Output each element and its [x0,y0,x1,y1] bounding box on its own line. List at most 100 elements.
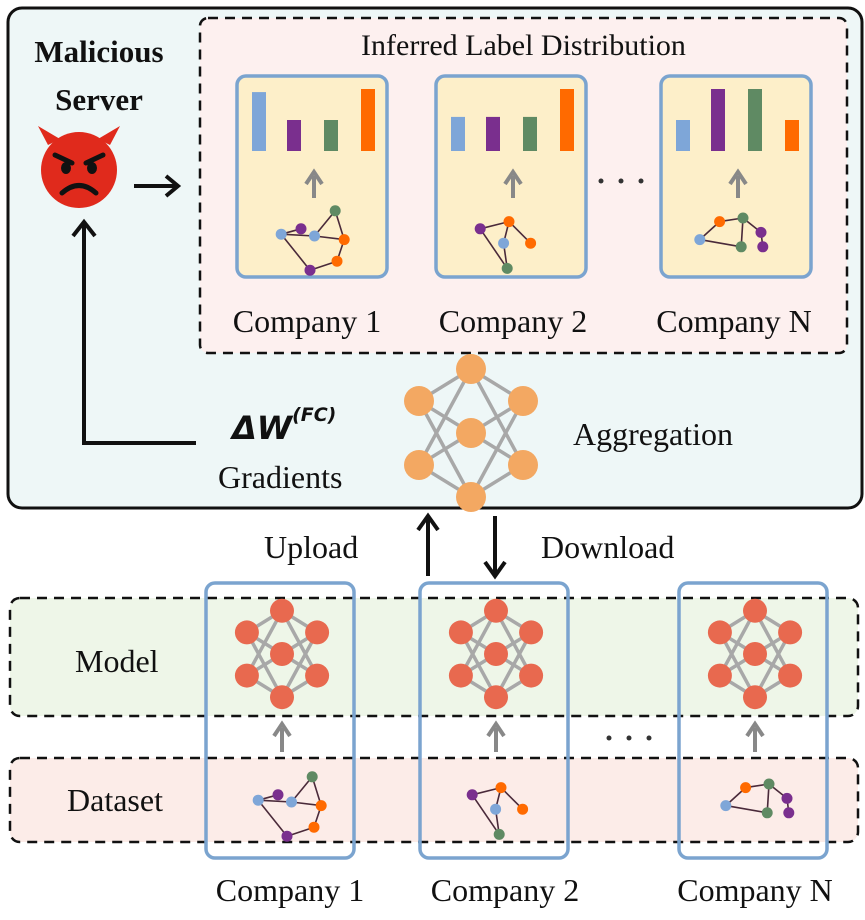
graph-edge [479,228,508,269]
graph-icon [466,782,529,840]
net-node [707,620,732,645]
inferred-company-1-label: Company 1 [232,303,382,339]
graph-icon [474,216,537,274]
graph-node [474,223,486,235]
server-title-line2: Server [55,82,143,117]
graph-icon [720,778,795,819]
net-edge [280,631,319,699]
graph-node [295,223,307,235]
graph-node [490,803,502,815]
client-company-2-label: Company 2 [430,872,580,908]
client-column-frame [677,581,829,860]
net-node [448,663,473,688]
up-arrow-head [272,720,292,738]
inferred-card-2 [434,74,588,279]
graph-node [286,796,297,808]
net-node [270,598,294,623]
graph-node [304,264,316,276]
net-node [234,620,259,645]
graph-node [503,216,515,228]
net-node [778,620,803,645]
graph-node [720,800,732,812]
graph-edge [725,804,768,814]
download-arrow [483,516,507,580]
graph-node [331,255,343,267]
ellipsis-dots-bottom [606,735,652,741]
up-arrow-head [745,720,765,738]
net-node [508,386,538,416]
graph-node [714,216,726,228]
up-arrow-head [503,168,523,186]
up-arrow-head [728,168,748,186]
label-bar [560,89,574,151]
dataset-row-label: Dataset [67,782,163,818]
aggregation-network [404,354,538,512]
up-arrow-head [486,720,506,738]
client-company-3 [677,581,829,860]
graph-node [252,794,264,806]
graph-node [740,782,752,794]
graph-node [501,262,513,274]
graph-edge [699,238,742,248]
graph-node [495,782,507,794]
graph-node [338,234,350,246]
label-bar [748,89,762,151]
graph-icon [694,212,769,253]
graph-node [694,234,706,246]
graph-node [781,792,793,804]
graph-node [275,228,287,240]
net-node [305,620,330,645]
graph-node [783,807,795,819]
graph-edge [281,233,315,237]
upload-label: Upload [264,529,359,565]
label-bar [785,120,799,151]
net-node [270,685,294,710]
graph-edge [280,233,311,271]
net-node [305,663,330,688]
net-edge [718,609,757,677]
label-bar [486,116,500,151]
graph-node [761,807,773,819]
inferred-card-3 [659,74,813,279]
graph-node [525,237,537,249]
net-edge [469,400,525,498]
net-node [234,663,259,688]
graph-node [498,237,510,249]
graph-node [737,212,749,224]
label-bar [711,89,725,151]
graph-node [517,803,529,815]
net-node [456,482,486,512]
net-node [404,386,434,416]
graph-edge [471,794,500,835]
net-node [456,418,486,448]
graph-node [493,828,505,840]
devil-face-icon [38,126,120,208]
inferred-company-2-label: Company 2 [438,303,588,339]
up-arrow-head [304,168,324,186]
label-bar [676,120,690,151]
net-node [743,642,767,666]
client-company-1-label: Company 1 [215,872,365,908]
net-node [707,663,732,688]
client-column-frame [204,581,356,860]
net-node [484,598,508,623]
net-node [508,450,538,480]
arrow-to-inferred [134,174,182,198]
model-row-label: Model [75,643,159,679]
gradient-label: Gradients [218,459,343,495]
net-edge [245,609,284,677]
client-company-n-label: Company N [677,872,833,908]
graph-icon [275,205,350,276]
aggregation-label: Aggregation [573,416,733,452]
graph-node [757,241,769,253]
inferred-company-n-label: Company N [656,303,812,339]
label-bar [361,89,375,151]
net-node [743,685,767,710]
net-node [484,685,508,710]
server-title-line1: Malicious [34,34,164,69]
gradient-symbol: ΔW(FC) [232,406,336,444]
gradient-return-arrow [71,218,196,445]
graph-node [315,800,327,812]
graph-node [281,830,293,842]
